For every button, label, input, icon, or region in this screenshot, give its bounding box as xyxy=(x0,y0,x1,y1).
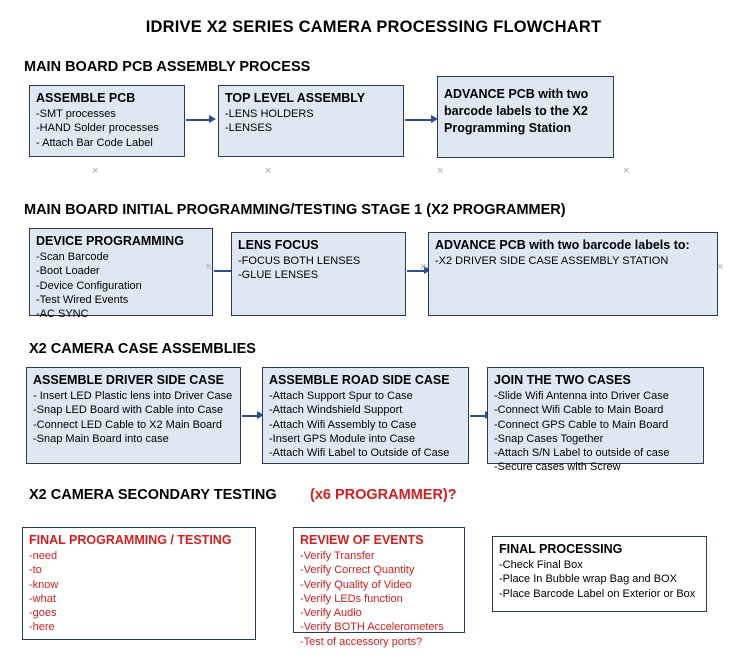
box-top-level-assembly: TOP LEVEL ASSEMBLY -LENS HOLDERS -LENSES xyxy=(218,85,404,157)
box-title: ADVANCE PCB with two barcode labels to: xyxy=(435,238,690,252)
section-heading-pcb-assembly: MAIN BOARD PCB ASSEMBLY PROCESS xyxy=(24,59,311,75)
box-assemble-road-side-case: ASSEMBLE ROAD SIDE CASE -Attach Support … xyxy=(262,367,469,464)
box-title: ASSEMBLE DRIVER SIDE CASE xyxy=(33,373,225,387)
box-body: -Attach Support Spur to Case -Attach Win… xyxy=(269,390,450,460)
box-body: -SMT processes -HAND Solder processes - … xyxy=(36,108,159,149)
box-body: -Check Final Box -Place In Bubble wrap B… xyxy=(499,559,696,600)
box-body: -Verify Transfer -Verify Correct Quantit… xyxy=(300,550,444,648)
section-heading-secondary-testing: X2 CAMERA SECONDARY TESTING xyxy=(29,487,277,503)
box-body: -need -to -know -what -goes -here xyxy=(29,550,59,634)
box-review-of-events: REVIEW OF EVENTS -Verify Transfer -Verif… xyxy=(293,527,465,648)
arrow-2-2 xyxy=(407,266,431,275)
x-marker: × xyxy=(205,261,212,273)
box-title: JOIN THE TWO CASES xyxy=(494,373,631,387)
section-heading-initial-programming: MAIN BOARD INITIAL PROGRAMMING/TESTING S… xyxy=(24,202,566,218)
box-title: REVIEW OF EVENTS xyxy=(300,533,424,547)
box-assemble-pcb: ASSEMBLE PCB -SMT processes -HAND Solder… xyxy=(29,85,185,157)
x-marker: × xyxy=(437,165,444,177)
section-heading-case-assemblies: X2 CAMERA CASE ASSEMBLIES xyxy=(29,341,256,357)
box-assemble-driver-side-case: ASSEMBLE DRIVER SIDE CASE - Insert LED P… xyxy=(26,367,241,464)
box-title: ASSEMBLE PCB xyxy=(36,91,136,105)
section-heading-secondary-testing-suffix: (x6 PROGRAMMER)? xyxy=(310,487,457,503)
arrow-1-1 xyxy=(186,115,216,124)
x-marker: × xyxy=(717,261,724,273)
box-body: -LENS HOLDERS -LENSES xyxy=(225,108,314,135)
box-final-processing: FINAL PROCESSING -Check Final Box -Place… xyxy=(492,536,707,612)
box-title: DEVICE PROGRAMMING xyxy=(36,234,184,248)
box-title: LENS FOCUS xyxy=(238,238,319,252)
x-marker: × xyxy=(420,261,427,273)
box-body: -Slide Wifi Antenna into Driver Case -Co… xyxy=(494,390,670,474)
box-device-programming: DEVICE PROGRAMMING -Scan Barcode -Boot L… xyxy=(29,228,213,320)
box-join-the-two-cases: JOIN THE TWO CASES -Slide Wifi Antenna i… xyxy=(487,367,704,473)
box-body: -FOCUS BOTH LENSES -GLUE LENSES xyxy=(238,255,361,282)
box-body: - Insert LED Plastic lens into Driver Ca… xyxy=(33,390,233,445)
x-marker: × xyxy=(623,165,630,177)
arrow-3-1 xyxy=(242,411,264,420)
box-title: FINAL PROCESSING xyxy=(499,542,623,556)
x-marker: × xyxy=(265,165,272,177)
box-title: ASSEMBLE ROAD SIDE CASE xyxy=(269,373,450,387)
box-title: TOP LEVEL ASSEMBLY xyxy=(225,91,366,105)
arrow-1-2 xyxy=(405,115,438,124)
box-title: ADVANCE PCB with two barcode labels to t… xyxy=(444,87,589,135)
page-title: IDRIVE X2 SERIES CAMERA PROCESSING FLOWC… xyxy=(145,18,602,36)
box-lens-focus: LENS FOCUS -FOCUS BOTH LENSES -GLUE LENS… xyxy=(231,232,406,316)
box-body: -Scan Barcode -Boot Loader -Device Confi… xyxy=(36,251,142,321)
box-advance-pcb-programming-station: ADVANCE PCB with two barcode labels to t… xyxy=(437,76,614,158)
box-advance-pcb-driver-side: ADVANCE PCB with two barcode labels to: … xyxy=(428,232,718,316)
box-final-programming-testing: FINAL PROGRAMMING / TESTING -need -to -k… xyxy=(22,527,256,640)
box-body: -X2 DRIVER SIDE CASE ASSEMBLY STATION xyxy=(435,255,669,267)
x-marker: × xyxy=(92,165,99,177)
box-title: FINAL PROGRAMMING / TESTING xyxy=(29,533,232,547)
